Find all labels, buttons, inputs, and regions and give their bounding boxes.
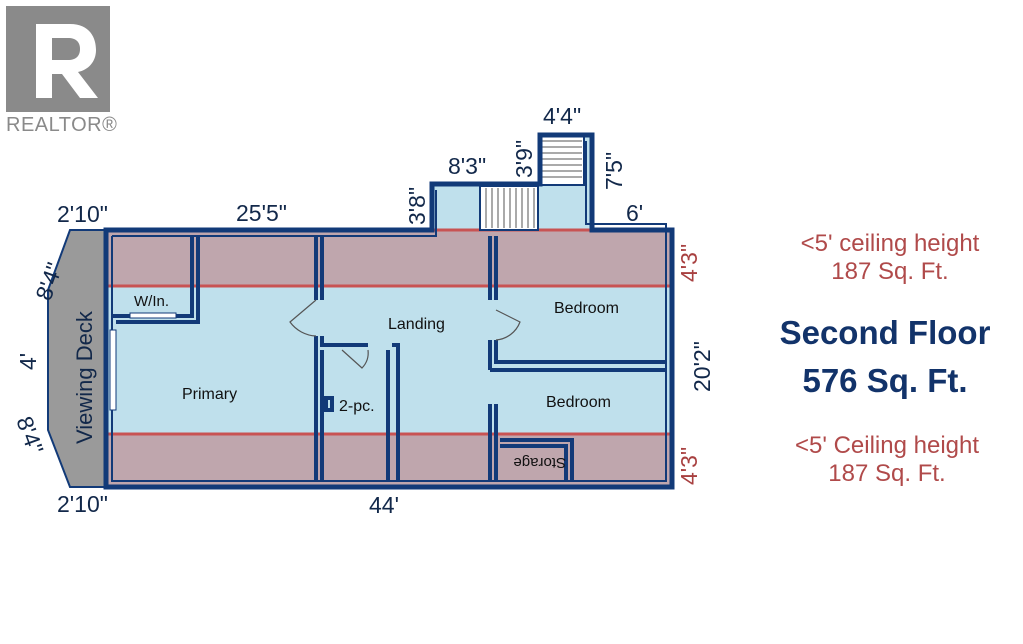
floor-area: 576 Sq. Ft. xyxy=(802,362,968,399)
stairs-upper xyxy=(539,134,585,186)
dim-top-span: 25'5" xyxy=(236,200,287,226)
dim-right-upper: 4'3" xyxy=(676,244,702,282)
dim-top-right: 6' xyxy=(626,200,643,226)
door-swings xyxy=(289,299,521,369)
dim-bottom-left: 2'10" xyxy=(57,491,108,517)
upper-note-text: <5' ceiling height xyxy=(800,230,980,257)
dim-right-lower: 4'3" xyxy=(676,447,702,485)
dim-notch-width: 8'3" xyxy=(448,153,486,179)
stairs-lower xyxy=(479,185,539,231)
floor-name: Second Floor xyxy=(779,314,991,351)
dim-deck-lower: 8'4" xyxy=(11,413,48,458)
realtor-logo-text: REALTOR® xyxy=(6,114,118,136)
landing-label: Landing xyxy=(388,316,445,333)
powder-room-label: 2-pc. xyxy=(339,398,375,415)
realtor-r-logo-icon xyxy=(6,6,110,112)
dim-stair-width: 4'4" xyxy=(543,103,581,129)
lower-low-ceiling-note: <5' Ceiling height 187 Sq. Ft. xyxy=(754,432,1020,488)
windows xyxy=(109,312,177,411)
dim-deck-middle: 4' xyxy=(15,353,41,370)
viewing-deck-label: Viewing Deck xyxy=(72,310,97,444)
upper-note-area: 187 Sq. Ft. xyxy=(831,258,949,285)
dim-right-middle: 20'2" xyxy=(689,341,715,392)
bedroom-2-label: Bedroom xyxy=(546,394,611,411)
dim-bottom-span: 44' xyxy=(369,492,399,518)
exterior-walls xyxy=(103,132,675,490)
dim-stair-depth: 7'5" xyxy=(601,152,627,190)
primary-label: Primary xyxy=(182,386,237,403)
inner-wall-outline xyxy=(111,141,667,482)
walk-in-label: W/In. xyxy=(134,293,169,310)
dim-stair-inner: 3'9" xyxy=(511,140,537,178)
dim-top-left: 2'10" xyxy=(57,201,108,227)
dim-notch-height: 3'8" xyxy=(404,187,430,225)
storage-label: Storage xyxy=(513,454,566,471)
interior-walls xyxy=(112,236,666,481)
upper-low-ceiling-note: <5' ceiling height 187 Sq. Ft. xyxy=(760,230,1020,286)
bedroom-1-label: Bedroom xyxy=(554,300,619,317)
lower-note-text: <5' Ceiling height xyxy=(794,432,980,459)
lower-note-area: 187 Sq. Ft. xyxy=(828,460,946,487)
floor-summary: Second Floor 576 Sq. Ft. xyxy=(760,314,1010,400)
